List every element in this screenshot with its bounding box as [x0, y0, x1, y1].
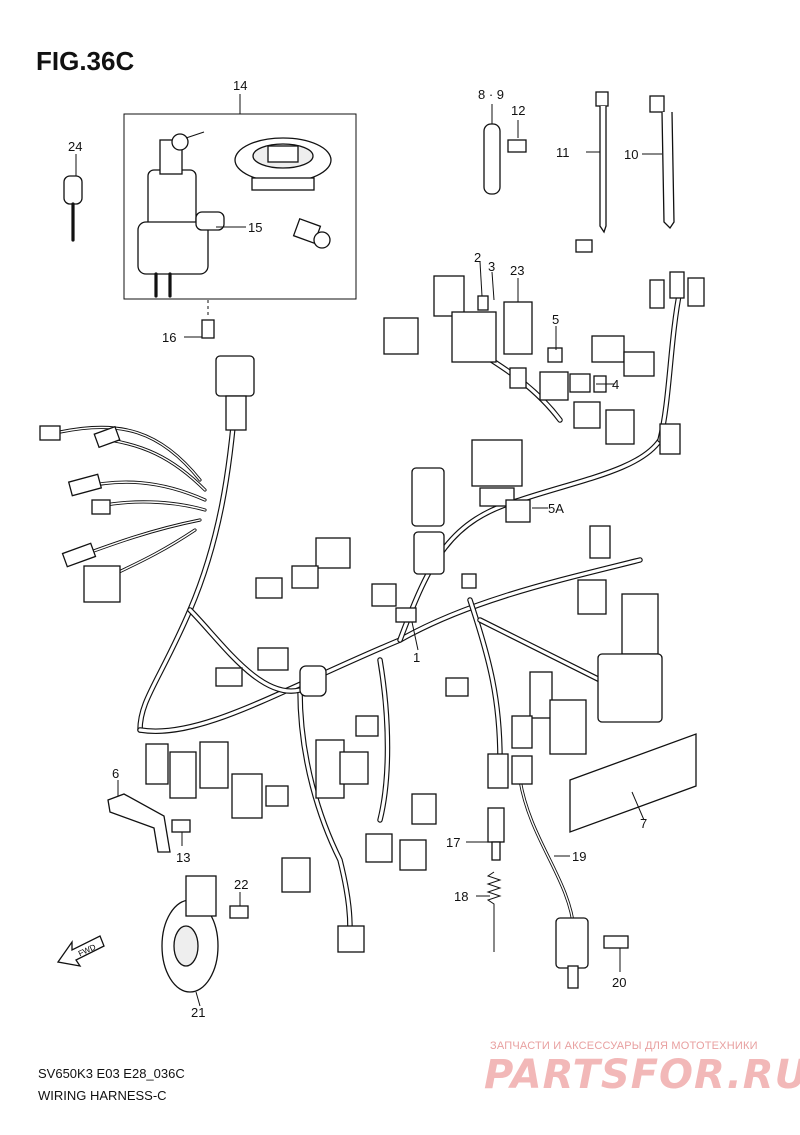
switch-19[interactable]: [555, 917, 589, 989]
callout-labels: 14 24 15 16 8 · 9 12 11 10 2 3 23 5 4 5A…: [68, 78, 647, 1020]
callout-2: 2: [474, 250, 481, 265]
fwd-label: FWD: [77, 942, 98, 958]
figure-title: FIG.36C: [36, 46, 135, 76]
cable-tie-11[interactable]: [586, 91, 609, 234]
seat-lock[interactable]: [292, 217, 331, 249]
main-wiring-harness[interactable]: [58, 287, 683, 933]
callout-16: 16: [162, 330, 176, 345]
bolt-22: [229, 905, 249, 919]
harness-plate-7[interactable]: [569, 733, 697, 833]
bolt-12: [507, 120, 527, 153]
clamp-8-9[interactable]: [483, 104, 501, 195]
callout-23: 23: [510, 263, 524, 278]
callout-4: 4: [612, 377, 619, 392]
callout-18: 18: [454, 889, 468, 904]
screw-16: [201, 300, 215, 339]
callout-8-9: 8 · 9: [478, 87, 504, 102]
cable-tie-10[interactable]: [642, 95, 675, 230]
spring-18: [486, 871, 502, 952]
fuel-tank-cap[interactable]: [234, 137, 332, 191]
watermark-tagline: ЗАПЧАСТИ И АКСЕССУАРЫ ДЛЯ МОТОТЕХНИКИ: [490, 1040, 758, 1052]
fwd-arrow-icon: FWD: [56, 935, 105, 967]
bracket-6[interactable]: [107, 793, 171, 853]
callout-14: 14: [233, 78, 247, 93]
callout-19: 19: [572, 849, 586, 864]
ignition-switch[interactable]: [137, 131, 225, 298]
callout-6: 6: [112, 766, 119, 781]
bolt-13: [171, 819, 191, 833]
callout-3: 3: [488, 259, 495, 274]
callout-15: 15: [248, 220, 262, 235]
callout-1: 1: [413, 650, 420, 665]
section-name: WIRING HARNESS-C: [38, 1088, 167, 1103]
harness-connectors[interactable]: [39, 239, 705, 953]
callout-13: 13: [176, 850, 190, 865]
callout-12: 12: [511, 103, 525, 118]
watermark-logo: PARTSFOR.RU: [484, 1052, 800, 1098]
bolt-20: [603, 935, 629, 949]
model-code: SV650K3 E03 E28_036C: [38, 1066, 185, 1081]
callout-22: 22: [234, 877, 248, 892]
callout-20: 20: [612, 975, 626, 990]
callout-17: 17: [446, 835, 460, 850]
ignition-key[interactable]: [63, 175, 83, 242]
horn[interactable]: [161, 875, 219, 993]
callout-5a: 5A: [548, 501, 564, 516]
leader-lines: [75, 94, 645, 1007]
callout-5: 5: [552, 312, 559, 327]
callout-7: 7: [640, 816, 647, 831]
callout-24: 24: [68, 139, 82, 154]
switch-17[interactable]: [487, 807, 505, 861]
callout-11: 11: [556, 145, 570, 160]
callout-10: 10: [624, 147, 638, 162]
callout-21: 21: [191, 1005, 205, 1020]
